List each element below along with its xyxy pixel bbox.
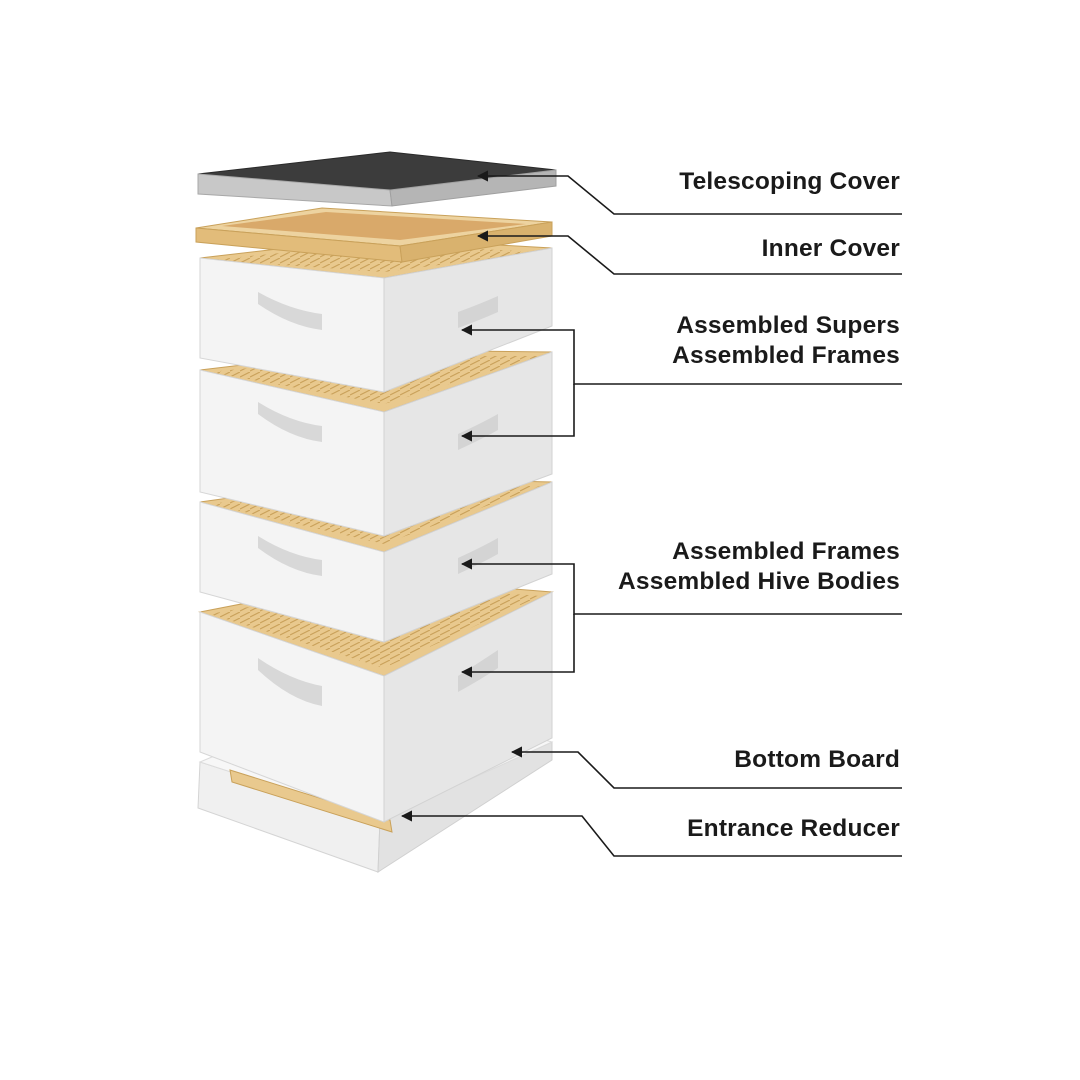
leader-telescoping-cover — [476, 170, 902, 215]
leader-bodies-bottom — [460, 614, 575, 678]
label-bodies-group: Assembled Frames Assembled Hive Bodies — [618, 537, 900, 597]
label-bottom-board: Bottom Board — [734, 745, 900, 775]
label-inner-cover: Inner Cover — [762, 234, 900, 264]
leader-entrance-reducer — [400, 810, 902, 857]
bottom-board-label: Bottom Board — [734, 746, 900, 773]
telescoping-cover-label: Telescoping Cover — [679, 168, 900, 195]
entrance-reducer-label: Entrance Reducer — [687, 815, 900, 842]
inner-cover-label: Inner Cover — [761, 235, 900, 262]
label-supers-group: Assembled Supers Assembled Frames — [672, 311, 900, 371]
leader-lines — [400, 170, 902, 857]
bodies-label-line2: Assembled Hive Bodies — [618, 568, 900, 595]
leader-inner-cover — [476, 230, 902, 275]
telescoping-cover — [197, 151, 557, 207]
inner-cover — [195, 207, 553, 263]
leader-supers-top — [460, 324, 902, 385]
label-telescoping-cover: Telescoping Cover — [679, 167, 900, 197]
leader-bodies-top — [460, 558, 902, 615]
supers-label-line2: Assembled Frames — [672, 342, 900, 369]
bodies-label-line1: Assembled Frames — [672, 538, 900, 565]
leader-bottom-board — [510, 746, 902, 789]
leader-supers-bottom — [460, 384, 575, 442]
label-entrance-reducer: Entrance Reducer — [687, 814, 900, 844]
supers-label-line1: Assembled Supers — [676, 312, 900, 339]
